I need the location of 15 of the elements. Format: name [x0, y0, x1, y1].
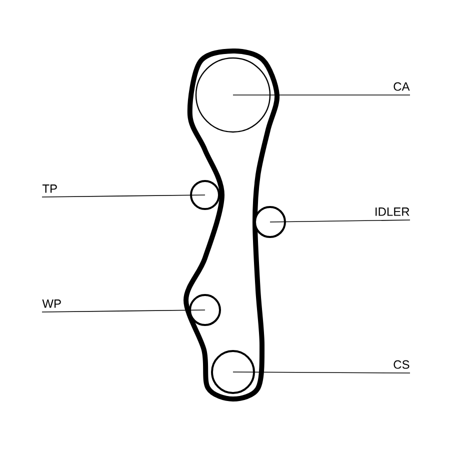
node-text: CA — [394, 82, 410, 91]
leader-line — [232, 94, 410, 96]
pulley — [254, 206, 286, 238]
leader-line — [270, 220, 410, 222]
node-text: WP — [42, 300, 61, 308]
leader-line — [42, 194, 206, 198]
leader-line — [232, 372, 410, 374]
leader-line — [42, 310, 206, 312]
pulley — [195, 57, 271, 133]
node-text: TP — [42, 184, 57, 193]
node-text: IDLER — [376, 208, 410, 216]
pulley — [211, 350, 255, 394]
pulley — [190, 180, 220, 210]
pulley — [189, 294, 221, 326]
node-text: CS — [394, 360, 410, 369]
